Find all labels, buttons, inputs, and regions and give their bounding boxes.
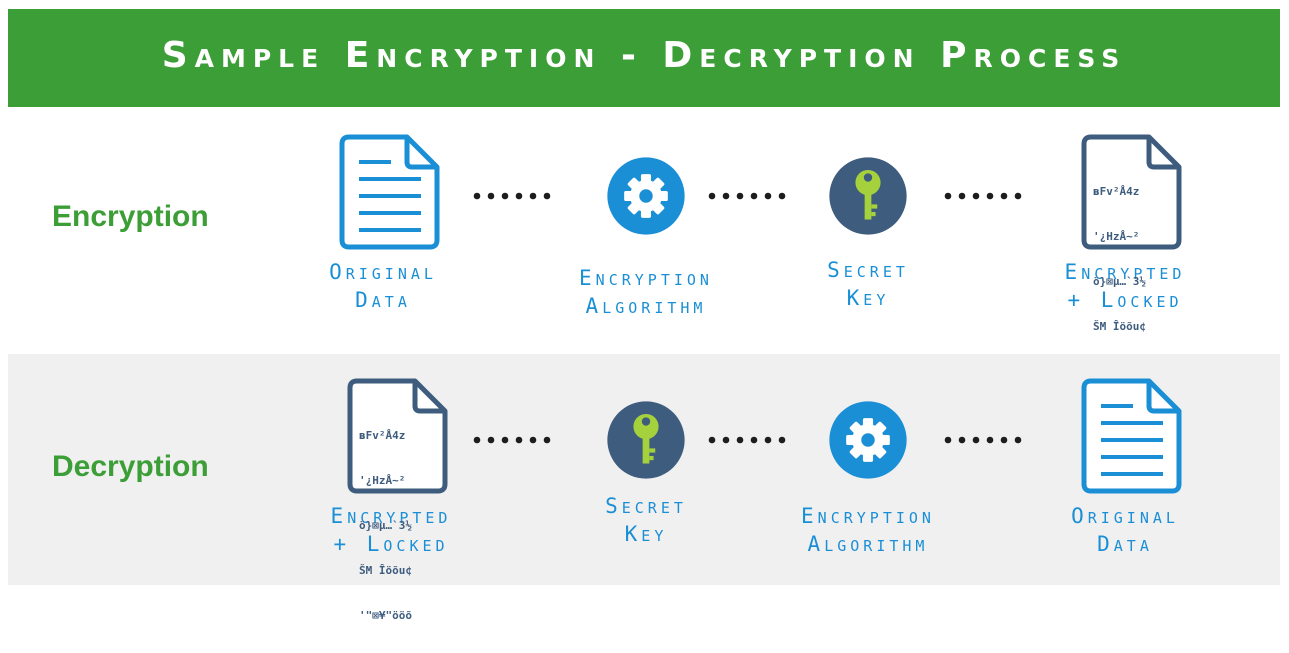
cipher-text: ʙFv²Å4z '¿HzÅ~² ö}⊠µ…`3½ ŠM Îöõu¢ '"⊠¥"ö… xyxy=(359,429,412,622)
encrypted-document: ʙFv²Å4z '¿HzÅ~² ö}⊠µ…`3½ ŠM Îöõu¢ '"⊠¥"ö… xyxy=(331,376,451,622)
connector-dots xyxy=(708,192,786,200)
step-caption: Secret Key xyxy=(827,258,909,310)
connector-dots xyxy=(944,192,1022,200)
decryption-step-algorithm: Encryption Algorithm xyxy=(768,398,968,558)
encryption-step-original-data: Original Data xyxy=(283,132,483,314)
key-icon xyxy=(604,398,688,482)
encrypted-document: ʙFv²Å4z '¿HzÅ~² ö}⊠µ…`3½ ŠM Îöõu¢ '"⊠¥"ö… xyxy=(1065,132,1185,378)
document-icon xyxy=(323,132,443,252)
decryption-step-secret-key: Secret Key xyxy=(546,398,746,548)
decryption-row: Decryption ʙFv²Å4z '¿HzÅ~² ö}⊠µ…`3½ ŠM Î… xyxy=(8,354,1280,622)
step-caption: Original Data xyxy=(1071,504,1179,556)
encryption-step-encrypted-locked: ʙFv²Å4z '¿HzÅ~² ö}⊠µ…`3½ ŠM Îöõu¢ '"⊠¥"ö… xyxy=(1025,132,1225,378)
encryption-step-algorithm: Encryption Algorithm xyxy=(546,154,746,320)
encryption-row: Encryption Original Data Encryption Algo… xyxy=(8,112,1280,378)
step-caption: Encryption Algorithm xyxy=(801,504,935,556)
document-icon xyxy=(1065,376,1185,496)
connector-dots xyxy=(473,436,551,444)
step-caption: Secret Key xyxy=(605,494,687,546)
encryption-step-secret-key: Secret Key xyxy=(768,154,968,312)
key-icon xyxy=(826,154,910,238)
gear-icon xyxy=(826,398,910,482)
connector-dots xyxy=(944,436,1022,444)
connector-dots xyxy=(473,192,551,200)
step-caption: Encryption Algorithm xyxy=(579,266,713,318)
step-caption: Encrypted + Locked xyxy=(330,504,452,556)
decryption-step-encrypted-locked: ʙFv²Å4z '¿HzÅ~² ö}⊠µ…`3½ ŠM Îöõu¢ '"⊠¥"ö… xyxy=(291,376,491,622)
decryption-step-original-data: Original Data xyxy=(1025,376,1225,558)
page-title: Sample Encryption - Decryption Process xyxy=(161,35,1127,76)
connector-dots xyxy=(708,436,786,444)
decryption-label: Decryption xyxy=(52,450,209,483)
title-banner: Sample Encryption - Decryption Process xyxy=(8,9,1280,107)
step-caption: Original Data xyxy=(329,260,437,312)
gear-icon xyxy=(604,154,688,238)
step-caption: Encrypted + Locked xyxy=(1064,260,1186,312)
encryption-label: Encryption xyxy=(52,200,209,233)
